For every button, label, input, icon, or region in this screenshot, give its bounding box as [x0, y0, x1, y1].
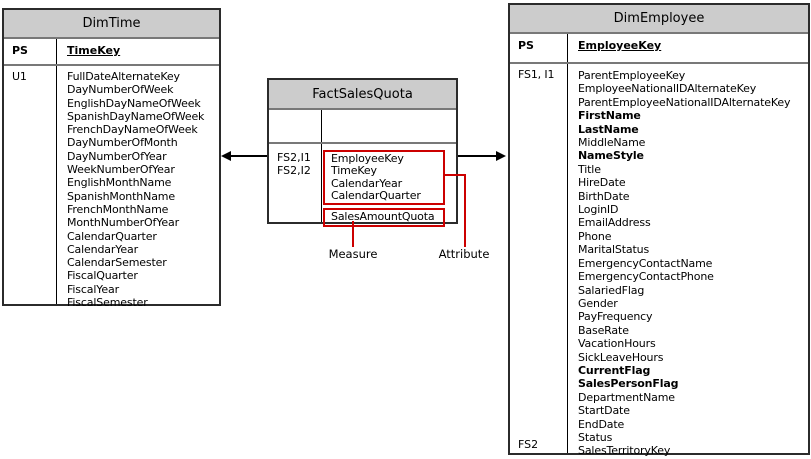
- dimemployee-ps-label: PS: [510, 34, 568, 62]
- field-loginid: LoginID: [578, 203, 619, 217]
- dimemployee-key-row: PS EmployeeKey: [510, 34, 808, 64]
- field-calendarquarter: CalendarQuarter: [67, 229, 157, 243]
- field-fiscalquarter: FiscalQuarter: [67, 269, 138, 283]
- field-emergencycontactname: EmergencyContactName: [578, 256, 713, 270]
- field-englishdaynameofweek: EnglishDayNameOfWeek: [67, 96, 201, 110]
- field-title: Title: [578, 162, 601, 176]
- field-parentemployeenationalidalternatekey: ParentEmployeeNationalIDAlternateKey: [578, 95, 791, 109]
- field-status: Status: [578, 430, 613, 444]
- field-employeekey: EmployeeKey: [331, 152, 404, 165]
- field-calendarquarter: CalendarQuarter: [331, 188, 421, 202]
- table-dimemployee: DimEmployee PS EmployeeKey FS1, I1 FS2 P…: [508, 3, 810, 457]
- field-salariedflag: SalariedFlag: [578, 283, 645, 297]
- dimemployee-index-cell: FS1, I1 FS2: [510, 64, 568, 453]
- field-maritalstatus: MaritalStatus: [578, 243, 650, 257]
- dimtime-index-cell: U1: [4, 66, 57, 304]
- dimtime-primary-key: TimeKey: [67, 44, 121, 57]
- field-calendaryear: CalendarYear: [67, 242, 138, 256]
- field-gender: Gender: [578, 296, 618, 310]
- field-spanishmonthname: SpanishMonthName: [67, 189, 175, 203]
- field-fs2,i1: FS2,I1: [277, 151, 311, 164]
- measure-callout-line: [352, 221, 354, 247]
- field-departmentname: DepartmentName: [578, 390, 675, 404]
- field-daynumberofweek: DayNumberOfWeek: [67, 83, 174, 97]
- relationship-line-dimemployee: [458, 155, 498, 157]
- field-hiredate: HireDate: [578, 176, 626, 190]
- dimtime-title: DimTime: [4, 10, 219, 39]
- field-salesamountquota: SalesAmountQuota: [331, 210, 435, 224]
- measure-highlight-box: SalesAmountQuota: [323, 208, 445, 228]
- field-lastname: LastName: [578, 122, 639, 136]
- field-calendarsemester: CalendarSemester: [67, 256, 167, 270]
- field-firstname: FirstName: [578, 109, 641, 123]
- field-payfrequency: PayFrequency: [578, 310, 653, 324]
- field-daynumberofyear: DayNumberOfYear: [67, 149, 167, 163]
- attribute-callout-line-horizontal: [445, 174, 466, 176]
- dimemployee-title: DimEmployee: [510, 5, 808, 34]
- field-employeenationalidalternatekey: EmployeeNationalIDAlternateKey: [578, 82, 757, 96]
- field-parentemployeekey: ParentEmployeeKey: [578, 69, 686, 82]
- dimemployee-index-label-bottom: FS2: [518, 437, 539, 451]
- field-spanishdaynameofweek: SpanishDayNameOfWeek: [67, 109, 205, 123]
- field-emailaddress: EmailAddress: [578, 216, 651, 230]
- field-enddate: EndDate: [578, 417, 625, 431]
- dimtime-index-label: U1: [12, 70, 27, 83]
- field-phone: Phone: [578, 229, 612, 243]
- field-frenchmonthname: FrenchMonthName: [67, 202, 169, 216]
- field-birthdate: BirthDate: [578, 189, 630, 203]
- table-dimtime: DimTime PS TimeKey U1 FullDateAlternateK…: [2, 8, 221, 309]
- field-sickleavehours: SickLeaveHours: [578, 350, 664, 364]
- field-namestyle: NameStyle: [578, 149, 644, 163]
- field-fulldatealternatekey: FullDateAlternateKey: [67, 70, 180, 83]
- field-daynumberofmonth: DayNumberOfMonth: [67, 136, 178, 150]
- field-monthnumberofyear: MonthNumberOfYear: [67, 216, 179, 230]
- factsalesquota-title: FactSalesQuota: [269, 80, 456, 110]
- field-middlename: MiddleName: [578, 136, 646, 150]
- field-salesterritorykey: SalesTerritoryKey: [578, 444, 671, 458]
- field-fiscalyear: FiscalYear: [67, 282, 119, 296]
- field-fs2,i2: FS2,I2: [277, 163, 311, 177]
- attribute-label: Attribute: [438, 247, 490, 261]
- arrow-left-icon: [221, 151, 231, 161]
- measure-label: Measure: [328, 247, 378, 261]
- dimtime-key-row: PS TimeKey: [4, 39, 219, 66]
- field-fiscalsemester: FiscalSemester: [67, 296, 148, 310]
- factsalesquota-empty-right: [322, 110, 456, 142]
- field-weeknumberofyear: WeekNumberOfYear: [67, 163, 175, 177]
- dimemployee-primary-key: EmployeeKey: [578, 39, 662, 52]
- field-frenchdaynameofweek: FrenchDayNameOfWeek: [67, 123, 198, 137]
- factsalesquota-empty-row: [269, 110, 456, 144]
- field-timekey: TimeKey: [331, 164, 377, 178]
- factsalesquota-empty-left: [269, 110, 322, 142]
- field-currentflag: CurrentFlag: [578, 363, 651, 377]
- relationship-line-dimtime: [224, 155, 267, 157]
- dimemployee-index-label-top: FS1, I1: [518, 68, 555, 81]
- arrow-right-icon: [496, 151, 506, 161]
- attribute-callout-line-vertical: [464, 174, 466, 247]
- field-englishmonthname: EnglishMonthName: [67, 176, 172, 190]
- field-emergencycontactphone: EmergencyContactPhone: [578, 270, 714, 284]
- field-baserate: BaseRate: [578, 323, 629, 337]
- field-calendaryear: CalendarYear: [331, 176, 402, 190]
- dimtime-ps-label: PS: [4, 39, 57, 64]
- field-vacationhours: VacationHours: [578, 337, 656, 351]
- field-salespersonflag: SalesPersonFlag: [578, 377, 679, 391]
- field-startdate: StartDate: [578, 404, 630, 418]
